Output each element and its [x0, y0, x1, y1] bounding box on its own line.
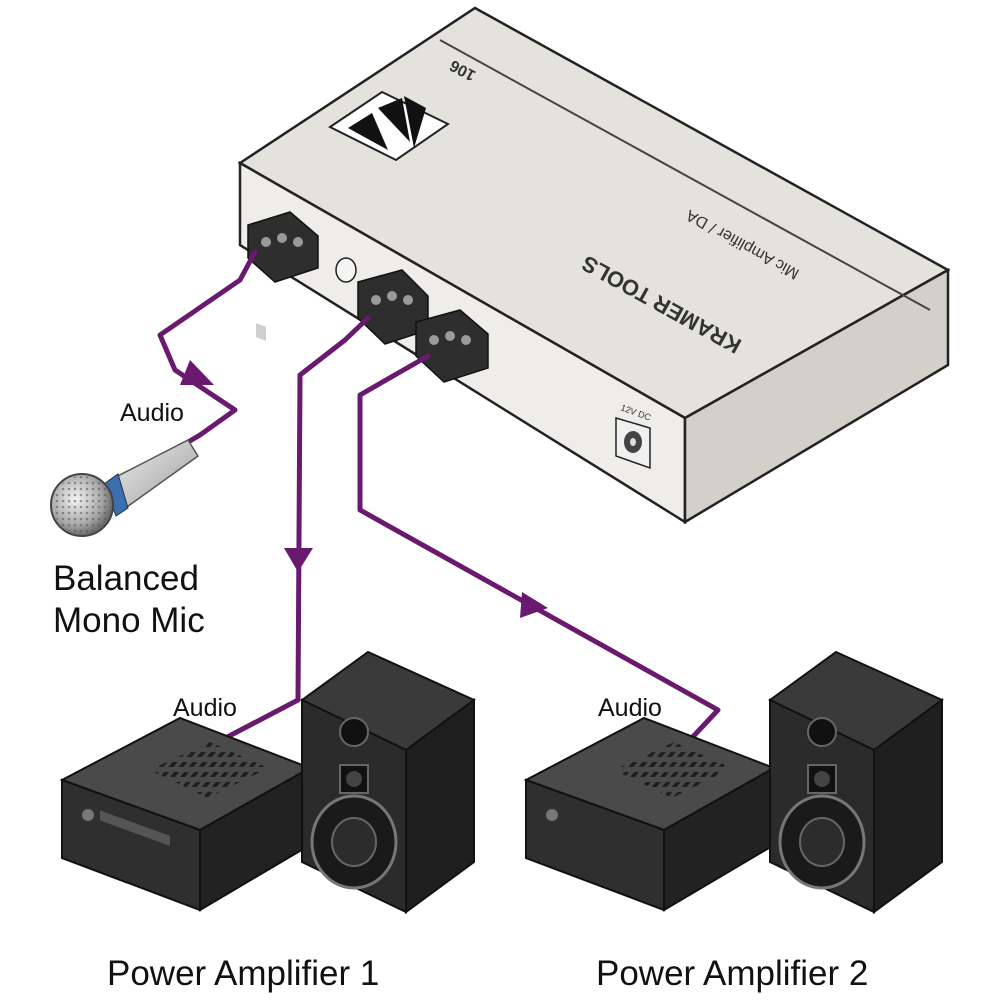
power-amplifier-1	[59, 716, 313, 912]
amp2-label: Power Amplifier 2	[596, 954, 868, 993]
amp2-cable	[357, 353, 721, 745]
speaker-2	[768, 650, 944, 914]
mic-cable	[157, 249, 258, 451]
amp1-label: Power Amplifier 1	[107, 954, 379, 993]
audio-label-amp2: Audio	[598, 694, 662, 722]
output-terminal-2	[415, 309, 489, 383]
power-amplifier-2	[523, 716, 777, 912]
kramer-device: 106 KRAMER TOOLS Mic Amplifier / DA	[237, 6, 951, 525]
output-terminal-1	[357, 269, 429, 345]
audio-label-amp1: Audio	[173, 694, 237, 722]
amp1-arrow	[284, 548, 313, 572]
mic-label-line2: Mono Mic	[53, 601, 205, 640]
speaker-1	[300, 650, 476, 914]
signal-arrows	[180, 360, 548, 618]
kramer-logo	[328, 90, 450, 162]
amp1-cable	[209, 315, 371, 748]
trim-knob	[335, 257, 357, 283]
audio-label-mic: Audio	[120, 399, 184, 427]
amp2-arrow	[520, 592, 548, 618]
mic-arrow	[180, 360, 214, 385]
mic-label-line1: Balanced	[53, 559, 199, 598]
cables	[157, 249, 721, 748]
microphone	[50, 439, 200, 537]
power-jack: 12V DC	[615, 402, 653, 470]
device-side-face	[683, 267, 950, 525]
mic-input-terminal	[247, 211, 319, 341]
